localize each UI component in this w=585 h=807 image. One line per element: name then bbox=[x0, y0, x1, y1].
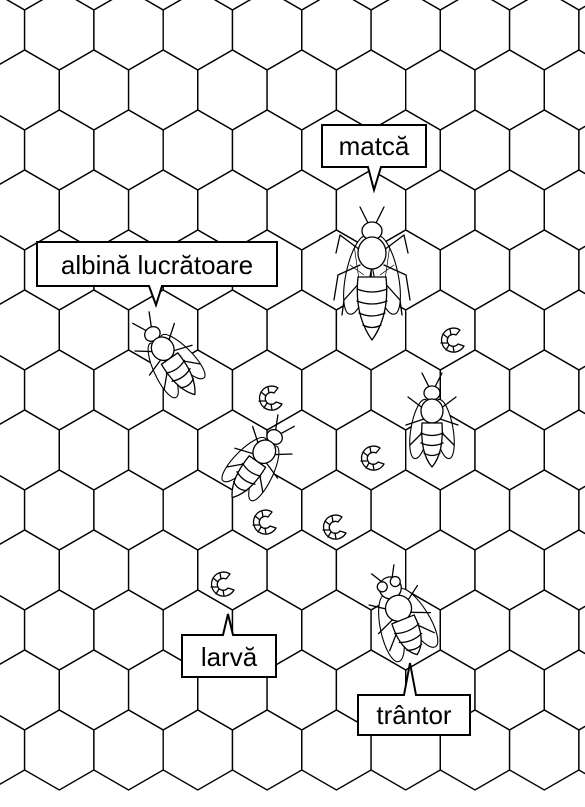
queen-label: matcă bbox=[339, 131, 410, 161]
drone-label: trântor bbox=[376, 700, 451, 730]
worker-label: albină lucrătoare bbox=[61, 250, 253, 280]
honeycomb-grid bbox=[0, 0, 585, 790]
larva-label: larvă bbox=[201, 642, 258, 672]
